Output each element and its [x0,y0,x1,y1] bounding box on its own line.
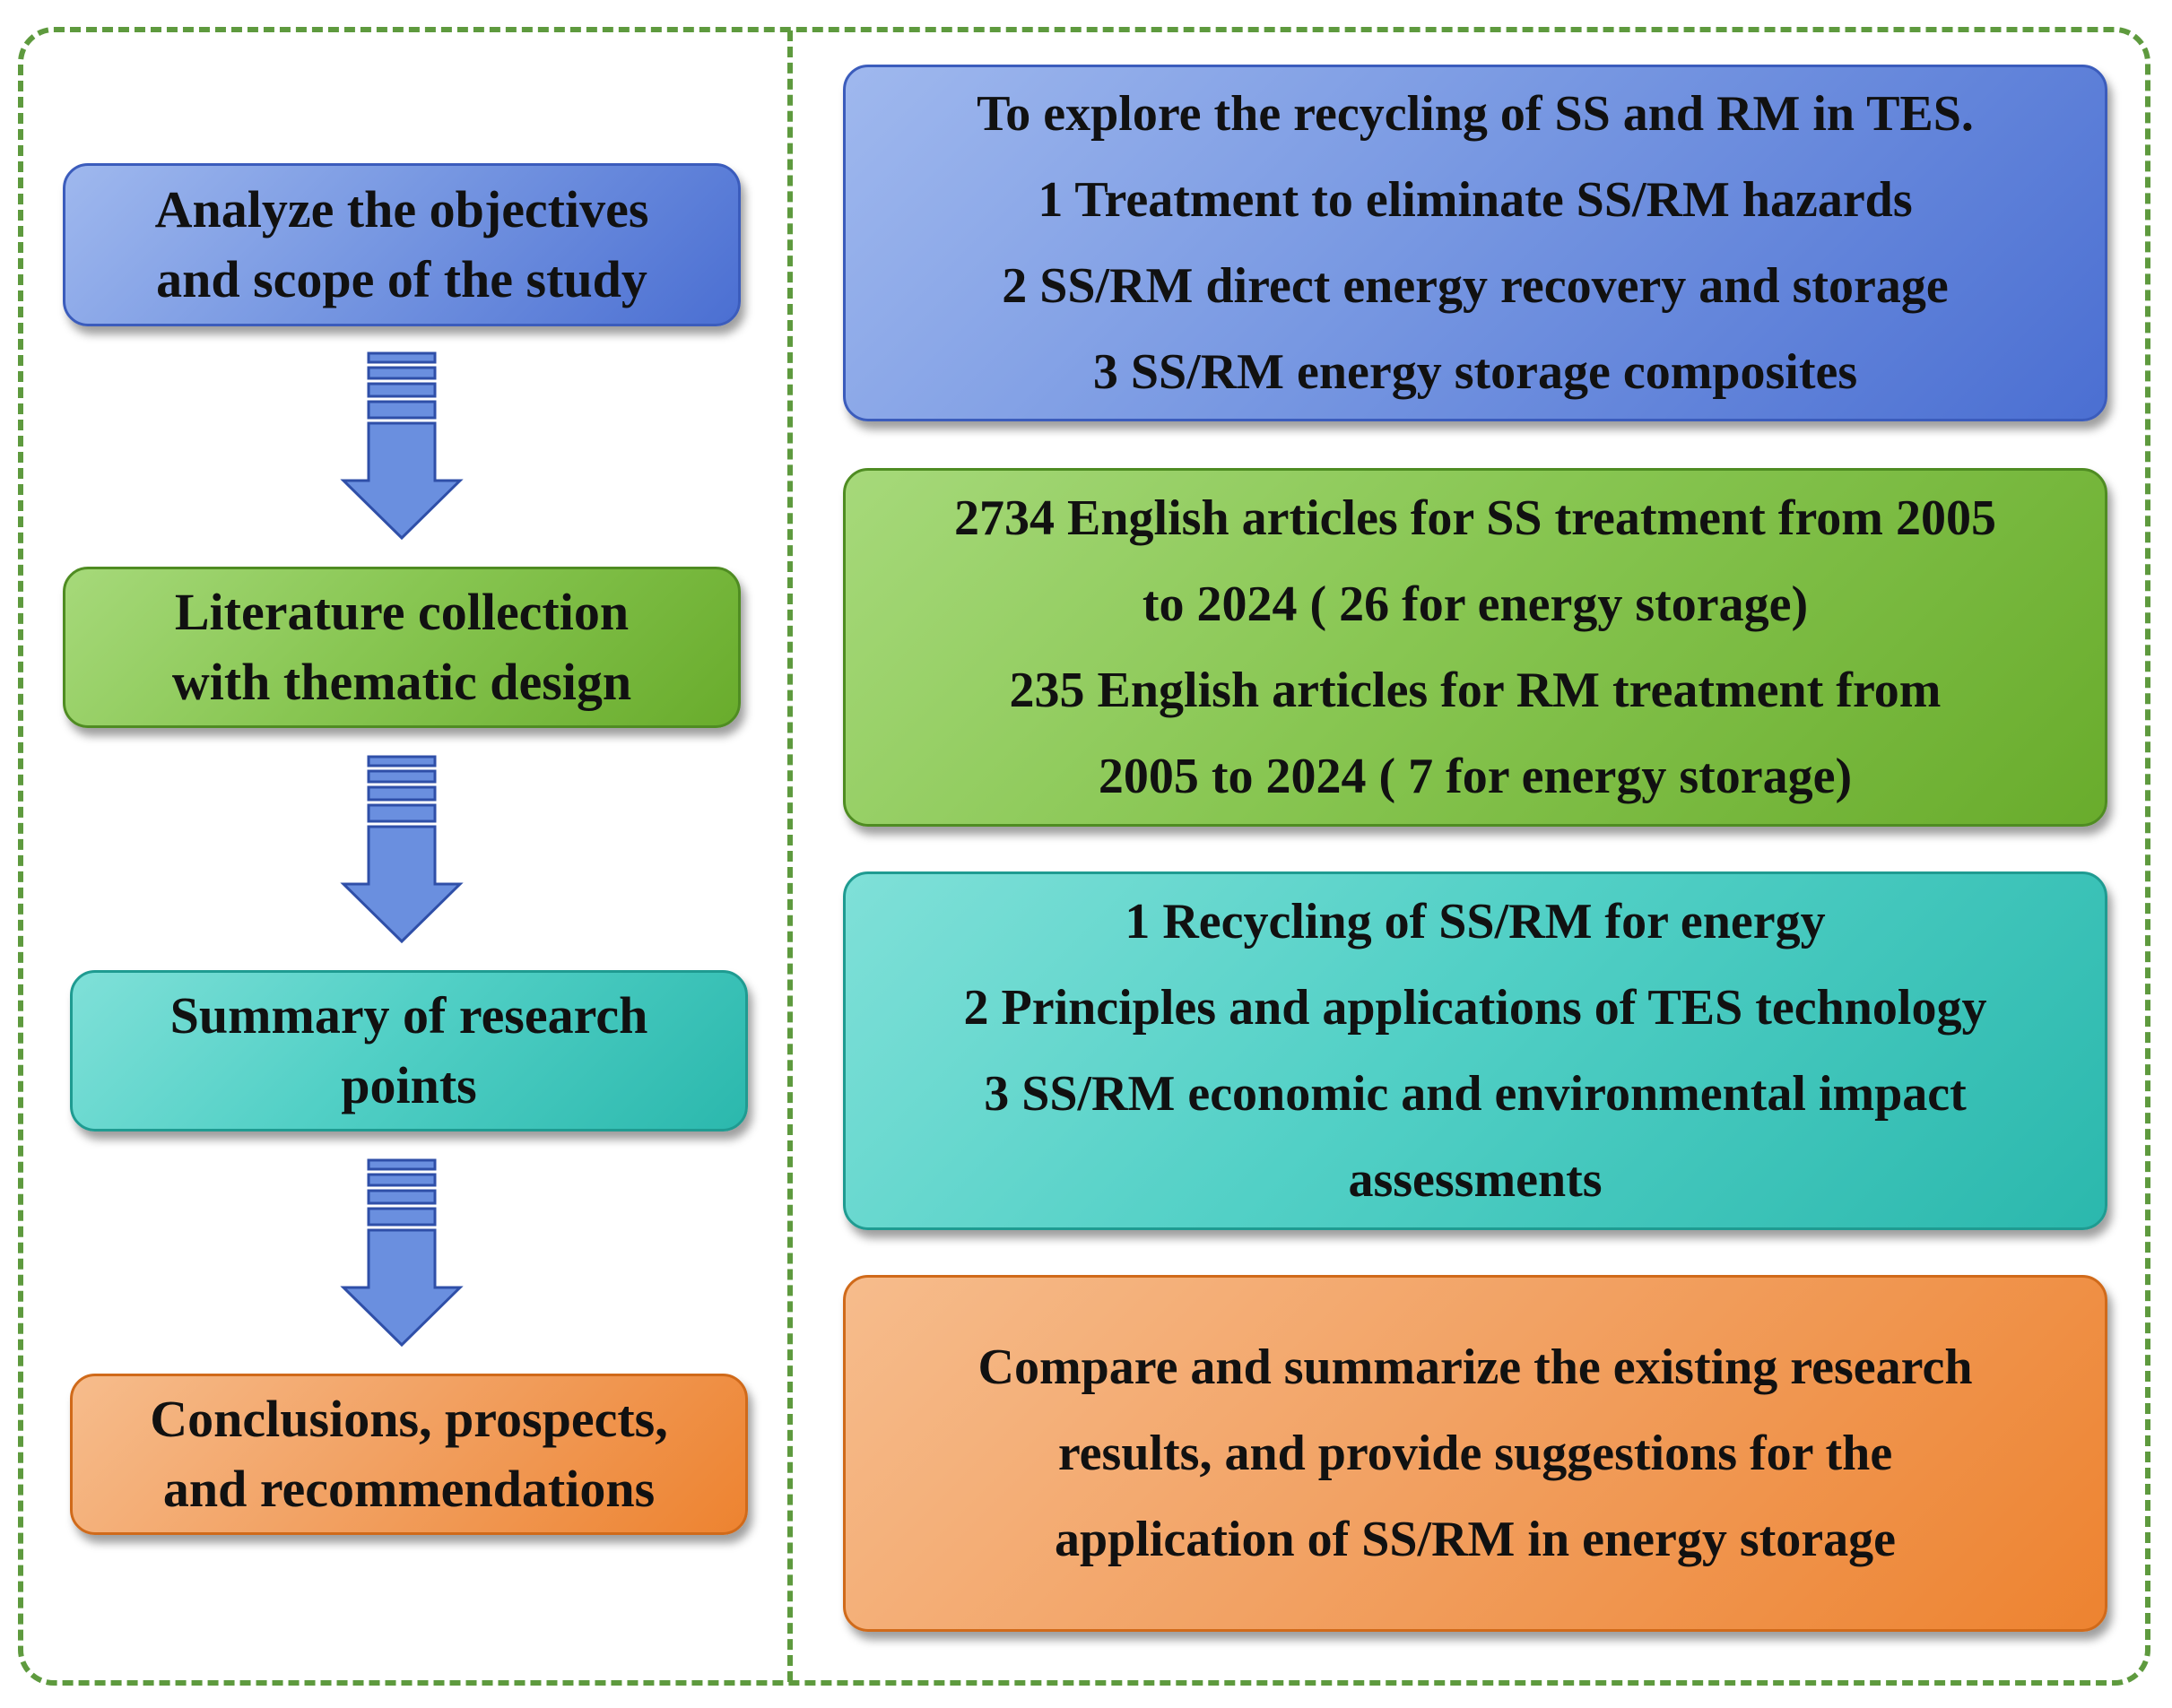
detail-text-line: 3 SS/RM economic and environmental impac… [984,1066,1967,1122]
step-text-line: and scope of the study [156,250,647,308]
objectives-detail-box: To explore the recycling of SS and RM in… [843,65,2107,421]
detail-text-line: 2734 English articles for SS treatment f… [954,490,1996,546]
detail-text-line: application of SS/RM in energy storage [1055,1512,1896,1567]
literature-detail-box: 2734 English articles for SS treatment f… [843,468,2107,827]
down-arrow-icon [340,351,464,541]
detail-text-line: Compare and summarize the existing resea… [977,1340,1973,1395]
detail-text-line: results, and provide suggestions for the [1057,1426,1893,1481]
step-analyze-objectives: Analyze the objectives and scope of the … [63,163,741,326]
down-arrow-icon [340,755,464,944]
down-arrow-icon [340,1158,464,1348]
detail-text-line: assessments [1348,1152,1603,1208]
conclusions-detail-box: Compare and summarize the existing resea… [843,1275,2107,1632]
detail-text-line: 2 SS/RM direct energy recovery and stora… [1002,258,1949,314]
dashed-column-divider [787,30,793,1682]
step-literature-collection: Literature collection with thematic desi… [63,567,741,728]
step-text-line: Analyze the objectives [154,180,649,238]
step-text-line: Conclusions, prospects, [150,1390,668,1448]
detail-text-line: to 2024 ( 26 for energy storage) [1142,577,1809,632]
detail-text-line: 235 English articles for RM treatment fr… [1009,663,1942,718]
step-text-line: with thematic design [171,653,632,711]
detail-text-line: 1 Recycling of SS/RM for energy [1125,894,1826,949]
detail-text-line: 1 Treatment to eliminate SS/RM hazards [1038,172,1913,228]
step-text-line: Literature collection [174,583,630,641]
step-conclusions: Conclusions, prospects, and recommendati… [70,1374,748,1535]
step-text-line: and recommendations [162,1460,656,1518]
detail-text-line: 2 Principles and applications of TES tec… [963,980,1987,1036]
dashed-outer-frame [18,27,2150,1686]
step-text-line: points [341,1056,477,1114]
step-text-line: Summary of research [169,986,648,1045]
step-summary-research-points: Summary of research points [70,970,748,1131]
detail-text-line: 2005 to 2024 ( 7 for energy storage) [1098,749,1853,804]
detail-text-line: 3 SS/RM energy storage composites [1092,344,1858,400]
research-points-detail-box: 1 Recycling of SS/RM for energy 2 Princi… [843,871,2107,1230]
detail-text-line: To explore the recycling of SS and RM in… [977,86,1974,142]
